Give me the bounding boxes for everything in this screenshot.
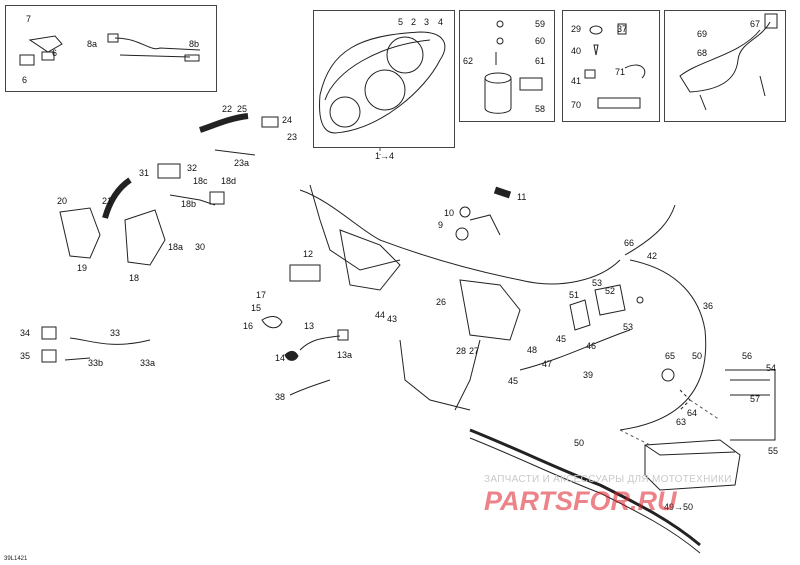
- callout-label: 21: [102, 196, 113, 206]
- callout-label: 42: [647, 251, 658, 261]
- callout-label: 8b: [189, 39, 200, 49]
- callout-label: 11: [517, 192, 527, 202]
- callout-label: 6: [22, 75, 28, 85]
- callout-label: 26: [436, 297, 447, 307]
- callout-label: 56: [742, 351, 753, 361]
- callout-label: 45: [556, 334, 567, 344]
- callout-label: 66: [624, 238, 635, 248]
- callout-label: 13a: [337, 350, 353, 360]
- callout-label: 12: [303, 249, 314, 259]
- callout-label: 24: [282, 115, 293, 125]
- callout-label: 1→4: [375, 151, 395, 161]
- callout-label: 33: [110, 328, 121, 338]
- callout-label: 6: [52, 48, 58, 58]
- callout-label: 28: [456, 346, 467, 356]
- callout-label: 18d: [221, 176, 237, 186]
- callout-label: 37: [617, 24, 628, 34]
- callout-label: 48: [527, 345, 538, 355]
- panel-instrument-cluster: [313, 10, 455, 148]
- callout-label: 8a: [87, 39, 98, 49]
- callout-label: 7: [26, 14, 32, 24]
- callout-label: 62: [463, 56, 474, 66]
- callout-label: 40: [571, 46, 582, 56]
- panel-switch-harness: [5, 5, 217, 92]
- callout-label: 22: [222, 104, 233, 114]
- callout-label: 39: [583, 370, 594, 380]
- callout-label: 4: [438, 17, 444, 27]
- callout-label: 55: [768, 446, 779, 456]
- watermark-tagline: ЗАПЧАСТИ И АКСЕССУАРЫ ДЛЯ МОТОТЕХНИКИ: [484, 474, 732, 485]
- callout-label: 46: [586, 341, 597, 351]
- panel-fasteners: [562, 10, 660, 122]
- callout-label: 63: [676, 417, 687, 427]
- callout-label: 33a: [140, 358, 156, 368]
- callout-label: 71: [615, 67, 626, 77]
- callout-label: 15: [251, 303, 262, 313]
- callout-label: 69: [697, 29, 708, 39]
- callout-label: 38: [275, 392, 286, 402]
- callout-label: 54: [766, 363, 777, 373]
- callout-label: 9: [438, 220, 444, 230]
- callout-label: 44: [375, 310, 386, 320]
- callout-label: 18: [129, 273, 140, 283]
- callout-label: 2: [411, 17, 417, 27]
- callout-label: 53: [623, 322, 634, 332]
- callout-label: 20: [57, 196, 68, 206]
- callout-label: 13: [304, 321, 315, 331]
- callout-label: 68: [697, 48, 708, 58]
- callout-label: 17: [256, 290, 267, 300]
- callout-label: 32: [187, 163, 198, 173]
- callout-label: 31: [139, 168, 150, 178]
- panel-speed-sensor: [664, 10, 786, 122]
- callout-label: 70: [571, 100, 582, 110]
- callout-label: 36: [703, 301, 714, 311]
- watermark-logo: PARTSFOR.RU: [484, 486, 677, 516]
- callout-label: 60: [535, 36, 546, 46]
- callout-label: 47: [542, 359, 553, 369]
- callout-label: 29: [571, 24, 582, 34]
- callout-label: 18b: [181, 199, 197, 209]
- callout-label: 61: [535, 56, 546, 66]
- callout-label: 65: [665, 351, 676, 361]
- callout-label: 30: [195, 242, 206, 252]
- callout-label: 57: [750, 394, 761, 404]
- callout-label: 18c: [193, 176, 208, 186]
- callout-label: 59: [535, 19, 546, 29]
- callout-label: 27: [469, 346, 480, 356]
- callout-label: 64: [687, 408, 698, 418]
- callout-label: 45: [508, 376, 519, 386]
- callout-label: 49→50: [664, 502, 694, 512]
- callout-label: 16: [243, 321, 254, 331]
- callout-label: 33b: [88, 358, 104, 368]
- callout-label: 5: [398, 17, 404, 27]
- callout-label: 25: [237, 104, 248, 114]
- callout-label: 58: [535, 104, 546, 114]
- callout-label: 50: [692, 351, 703, 361]
- callout-label: 34: [20, 328, 31, 338]
- callout-label: 3: [424, 17, 430, 27]
- callout-label: 51: [569, 290, 580, 300]
- callout-label: 67: [750, 19, 761, 29]
- callout-label: 18a: [168, 242, 184, 252]
- callout-label: 23a: [234, 158, 250, 168]
- callout-label: 10: [444, 208, 455, 218]
- callout-label: 53: [592, 278, 603, 288]
- callout-label: 41: [571, 76, 582, 86]
- callout-label: 35: [20, 351, 31, 361]
- callout-label: 43: [387, 314, 398, 324]
- callout-label: 19: [77, 263, 88, 273]
- callout-label: 23: [287, 132, 298, 142]
- callout-label: 14: [275, 353, 286, 363]
- drawing-code: 39L1421: [4, 556, 28, 562]
- panel-fuel-pump: [459, 10, 555, 122]
- callout-label: 50: [574, 438, 585, 448]
- callout-label: 52: [605, 286, 616, 296]
